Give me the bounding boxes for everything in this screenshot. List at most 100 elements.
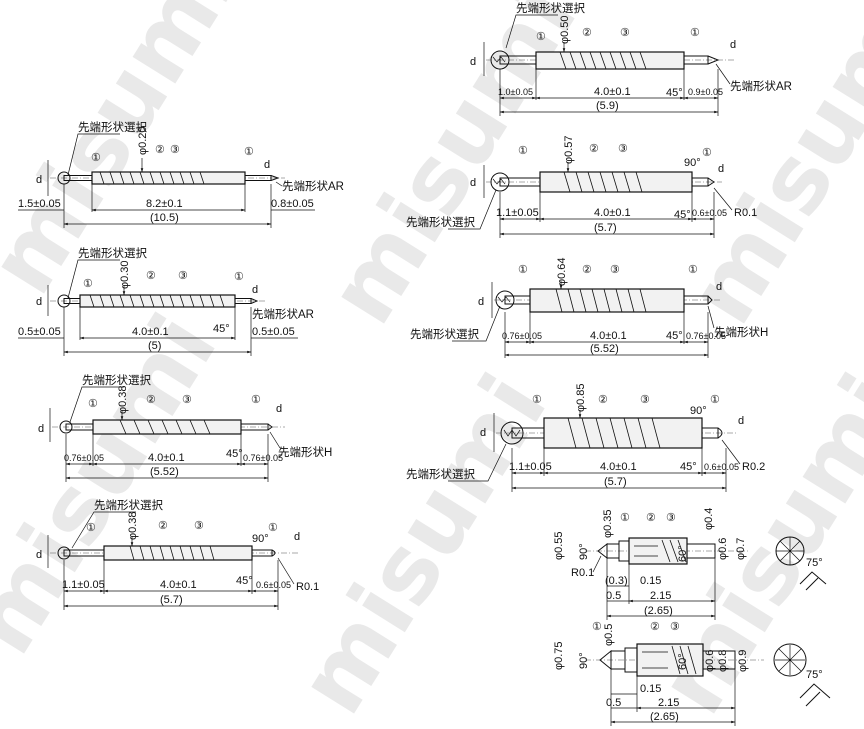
- callout-3: ③: [610, 264, 620, 276]
- tip-select-label: 先端形状選択: [516, 1, 585, 15]
- dim-5: (2.65): [650, 711, 679, 723]
- diameter-label: φ0.57: [563, 135, 575, 164]
- angle-label: 45°: [213, 323, 230, 335]
- angle-3: 75°: [806, 669, 823, 681]
- probe-diagram-phi038-h: 先端形状選択 d ① ② ③ ① φ0.38 d 先端形状H 45° 0.76±…: [38, 373, 332, 482]
- d-label-right: d: [716, 281, 722, 293]
- diameter-label: φ0.20: [137, 126, 149, 155]
- callout-1: ①: [83, 278, 93, 290]
- tip-select-label: 先端形状選択: [406, 467, 475, 481]
- angle2-label: 90°: [684, 157, 701, 169]
- angle2-label: 90°: [690, 405, 707, 417]
- dim-mid: 4.0±0.1: [594, 207, 631, 219]
- dim-left: 0.76±0.05: [64, 453, 104, 463]
- callout-3: ③: [182, 394, 192, 406]
- dia-5: φ0.9: [737, 650, 749, 672]
- dia-3: φ0.4: [703, 508, 715, 530]
- callout-3: ③: [618, 143, 628, 155]
- diameter-label: φ0.50: [559, 15, 571, 44]
- dim-4: 2.15: [658, 697, 679, 709]
- probe-diagram-phi030: 先端形状選択 d ① ② ③ ① φ0.30 d 先端形状AR 45° 0.5±…: [18, 246, 314, 356]
- dim-left: 1.1±0.05: [496, 207, 539, 219]
- dim-mid: 4.0±0.1: [148, 452, 185, 464]
- angle-label: 45°: [680, 461, 697, 473]
- d-label: d: [36, 174, 42, 186]
- tip-shape-label: 先端形状AR: [252, 307, 314, 321]
- d-label: d: [36, 296, 42, 308]
- radius-label: R0.2: [742, 461, 765, 473]
- diameter-label: φ0.38: [117, 385, 129, 414]
- angle-1: 90°: [578, 652, 590, 669]
- callout-1-right: ①: [251, 394, 261, 406]
- dim-left: 1.1±0.05: [509, 461, 552, 473]
- dim-right: 0.76±0.05: [243, 453, 283, 463]
- d-label-right: d: [294, 531, 300, 543]
- dim-2: 0.15: [640, 683, 661, 695]
- angle-2: 60°: [677, 545, 689, 562]
- dia-2: φ0.35: [602, 509, 614, 538]
- watermark: misumi: [668, 0, 864, 342]
- dim-3: 0.5: [606, 590, 621, 602]
- callout-2: ②: [146, 394, 156, 406]
- dim-total: (10.5): [150, 212, 179, 224]
- callout-2: ②: [646, 512, 656, 524]
- dim-1: (0.3): [605, 575, 628, 587]
- tip-select-label: 先端形状選択: [82, 373, 151, 387]
- d-label-right: d: [738, 415, 744, 427]
- callout-1-right: ①: [244, 146, 254, 158]
- watermark: misumi: [278, 357, 567, 729]
- radius-label: R0.1: [571, 567, 594, 579]
- callout-3: ③: [620, 27, 630, 39]
- d-label: d: [470, 56, 476, 68]
- diameter-label: φ0.64: [556, 257, 568, 286]
- dim-total: (5.52): [590, 343, 619, 355]
- diameter-label: φ0.85: [575, 383, 587, 412]
- angle-label: 45°: [666, 330, 683, 342]
- radius-label: R0.1: [296, 581, 319, 593]
- d-label: d: [480, 427, 486, 439]
- small-probe-1: φ0.55 φ0.35 90° ① ② ③ 60° φ0.4 φ0.6 φ0.7…: [553, 508, 827, 620]
- callout-1-right: ①: [234, 271, 244, 283]
- dim-right: 0.6±0.05: [256, 580, 291, 590]
- dim-mid: 8.2±0.1: [146, 198, 183, 210]
- callout-1-right: ①: [702, 147, 712, 159]
- probe-diagram-phi020: 先端形状選択 d ① ② ③ ① φ0.20 d 先端形状AR 1.5±0.05…: [18, 120, 344, 228]
- callout-1-right: ①: [710, 394, 720, 406]
- callout-1: ①: [88, 398, 98, 410]
- probe-diagram-phi038-r: 先端形状選択 d ① ② ③ ① φ0.38 90° d 45° R0.1 1.…: [36, 498, 319, 610]
- dim-left: 1.5±0.05: [18, 198, 61, 210]
- callout-2: ②: [650, 621, 660, 633]
- tip-select-label: 先端形状選択: [406, 215, 475, 229]
- tip-end-view: [773, 643, 807, 677]
- small-probe-2: φ0.75 φ0.5 90° ① ② ③ 60° φ0.6 φ0.8 φ0.9 …: [553, 621, 831, 726]
- callout-3: ③: [194, 520, 204, 532]
- dim-right: 0.6±0.05: [692, 208, 727, 218]
- probe-diagram-phi064-h: d ① ② ③ ① φ0.64 d 先端形状選択 先端形状H 45° 0.76±…: [410, 257, 768, 358]
- dim-total: (5): [148, 340, 161, 352]
- tip-shape-label: 先端形状H: [714, 325, 768, 339]
- dia-4: φ0.6: [717, 538, 729, 560]
- callout-2: ②: [589, 143, 599, 155]
- dia-4: φ0.8: [717, 650, 729, 672]
- callout-3: ③: [666, 512, 676, 524]
- tip-shape-label: 先端形状H: [278, 445, 332, 459]
- d-label: d: [36, 549, 42, 561]
- tip-shape-label: 先端形状AR: [282, 179, 344, 193]
- tip-select-label: 先端形状選択: [78, 246, 147, 260]
- dim-total: (5.7): [604, 476, 627, 488]
- callout-1-right: ①: [690, 27, 700, 39]
- angle-label: 45°: [666, 87, 683, 99]
- dim-right: 0.8±0.05: [271, 198, 314, 210]
- angle-label: 45°: [236, 575, 253, 587]
- probe-diagram-phi085: d ① φ0.85 ② ③ ① 90° d 先端形状選択 45° R0.2 1.…: [406, 383, 765, 492]
- dim-4: 2.15: [650, 590, 671, 602]
- d-label-right: d: [252, 284, 258, 296]
- d-label: d: [470, 177, 476, 189]
- d-label-right: d: [718, 163, 724, 175]
- dim-left: 1.1±0.05: [62, 579, 105, 591]
- callout-2: ②: [582, 27, 592, 39]
- callout-1: ①: [518, 264, 528, 276]
- callout-2: ②: [146, 270, 156, 282]
- dim-2: 0.15: [640, 575, 661, 587]
